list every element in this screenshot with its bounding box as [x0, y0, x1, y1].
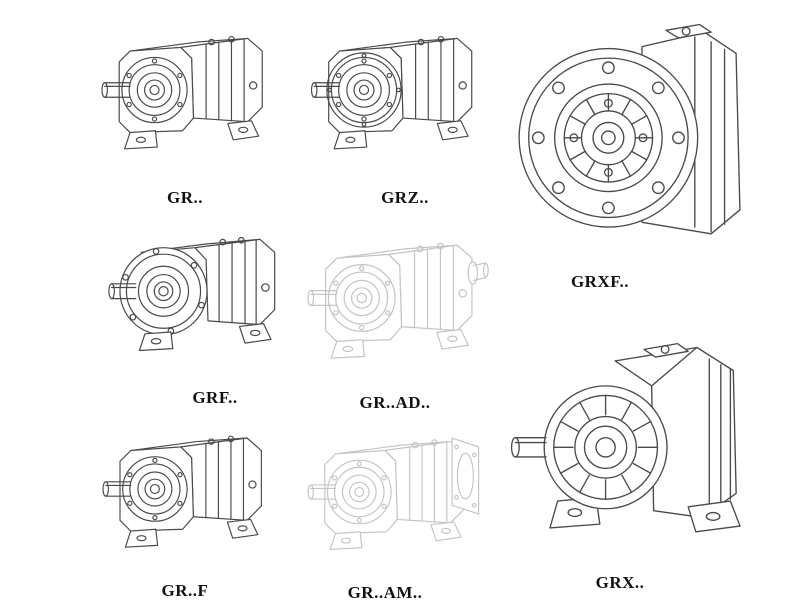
grz-label: GRZ..	[381, 188, 429, 207]
gram-label: GR..AM..	[347, 583, 423, 600]
grad-gearbox-drawing	[307, 242, 489, 359]
grxf-label: GRXF..	[570, 272, 630, 291]
gr-label: GR..	[167, 188, 203, 207]
gram-gearbox-drawing	[307, 437, 480, 551]
grx-gearbox-drawing	[510, 342, 741, 533]
grf-foot-gearbox-drawing	[102, 435, 262, 548]
grf-gearbox-drawing	[108, 236, 276, 352]
grx-label: GRX..	[595, 573, 645, 592]
gr-gearbox-drawing	[101, 36, 263, 150]
grf-label: GRF..	[192, 388, 238, 407]
grz-gearbox-drawing	[310, 36, 473, 150]
grf-foot-label: GR..F	[161, 581, 209, 600]
grad-label: GR..AD..	[359, 393, 431, 412]
grxf-gearbox-drawing	[518, 23, 741, 235]
